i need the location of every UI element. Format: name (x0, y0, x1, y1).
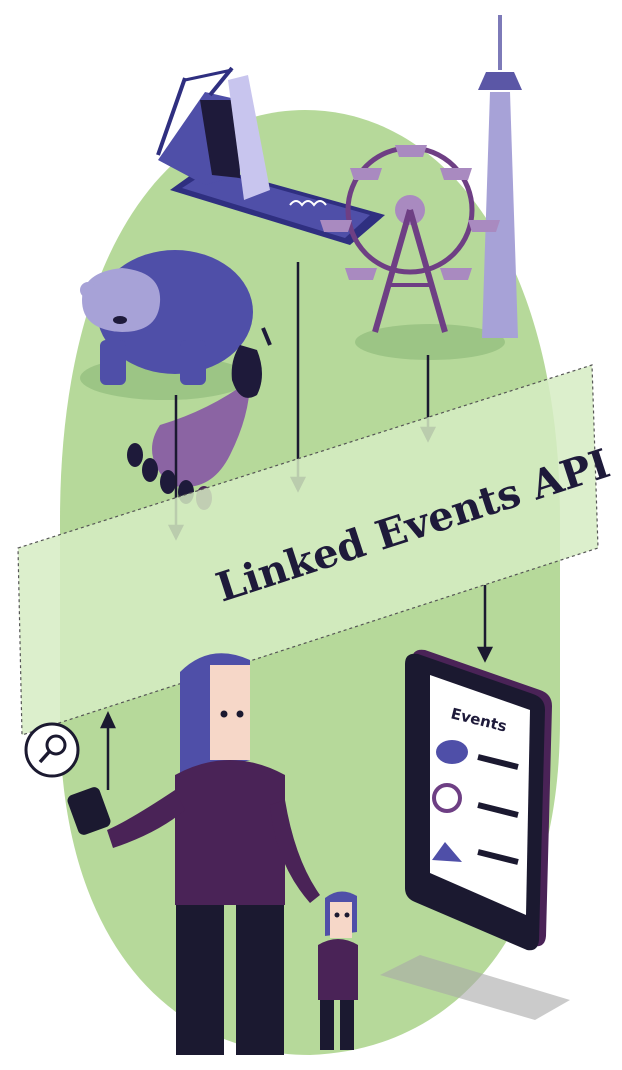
ferris-wheel (320, 145, 500, 333)
tablet-shadow (380, 955, 570, 1020)
event-title-placeholder (477, 802, 519, 818)
bear (80, 250, 253, 385)
event-title-placeholder (477, 849, 519, 865)
event-title-placeholder (477, 754, 519, 770)
child-figure (318, 891, 358, 1050)
api-banner (17, 364, 599, 736)
tv-tower (478, 15, 522, 338)
upload-arrow (100, 711, 116, 790)
bear-thumbnail-icon (436, 740, 468, 764)
ferris-wheel-thumbnail-icon (432, 783, 462, 813)
list-item (432, 783, 519, 818)
tablet-event-list (432, 740, 519, 865)
adult-figure (67, 653, 320, 1055)
search-icon (24, 722, 80, 778)
slide-thumbnail-icon (432, 842, 462, 862)
ferris-shadow (355, 324, 505, 360)
list-item (432, 842, 519, 865)
list-item (436, 740, 519, 770)
tablet-device (405, 649, 552, 951)
